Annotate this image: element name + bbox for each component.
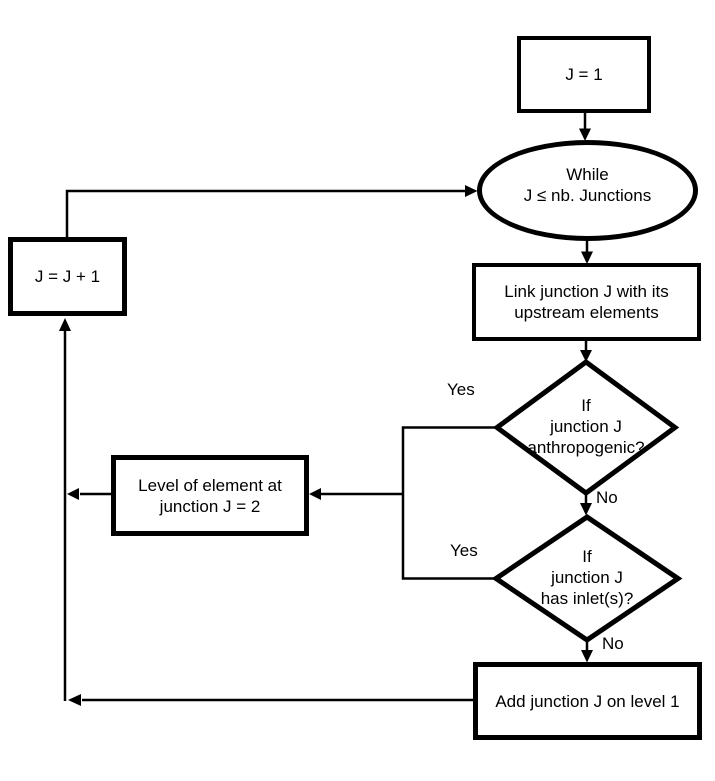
node-add-level1: Add junction J on level 1	[473, 662, 702, 740]
while-line-2: J ≤ nb. Junctions	[523, 185, 652, 205]
edge-increment-to-while	[65, 189, 465, 237]
arrowhead-into-increment	[59, 318, 71, 331]
anthropogenic-line-1: If	[581, 396, 591, 415]
decision-inlets-shape	[491, 513, 683, 644]
node-if-inlets-label: If junction J has inlet(s)?	[487, 546, 687, 609]
node-set-level2: Level of element at junction J = 2	[111, 455, 309, 536]
arrowhead-into-link	[581, 251, 593, 264]
node-link-upstream: Link junction J with its upstream elemen…	[472, 263, 701, 341]
edge-label-anthropogenic-yes: Yes	[447, 380, 475, 399]
level-line-2: junction J = 2	[159, 496, 261, 516]
node-increment-label: J = J + 1	[34, 267, 101, 286]
arrowhead-into-while-left	[465, 185, 478, 197]
node-link-upstream-label: Link junction J with its upstream elemen…	[504, 281, 668, 323]
arrowhead-into-level	[309, 488, 321, 500]
inlets-line-3: has inlet(s)?	[540, 589, 634, 608]
inlets-line-2: junction J	[551, 568, 623, 587]
anthropogenic-line-3: anthropogenic?	[527, 438, 645, 457]
node-add-level1-label: Add junction J on level 1	[495, 691, 680, 711]
edge-yes-branch	[401, 426, 497, 580]
arrowhead-into-inlets	[580, 503, 592, 516]
arrowhead-add-into-loopline	[68, 694, 81, 706]
level-line-1: Level of element at	[138, 475, 282, 495]
link-line-2: upstream elements	[514, 303, 659, 322]
node-if-anthropogenic-label: If junction J anthropogenic?	[486, 395, 686, 458]
inlets-line-1: If	[582, 547, 592, 566]
anthropogenic-line-2: junction J	[550, 417, 622, 436]
arrowhead-into-anthropogenic	[580, 350, 592, 362]
node-set-level2-label: Level of element at junction J = 2	[138, 475, 282, 517]
node-init-label: J = 1	[565, 65, 603, 84]
node-while-loop-label: While J ≤ nb. Junctions	[524, 164, 651, 206]
while-line-1: While	[566, 164, 609, 184]
decision-anthropogenic-shape	[492, 358, 680, 497]
arrowhead-level-into-loopline	[67, 488, 79, 500]
arrowhead-into-while-top	[579, 128, 591, 141]
node-init: J = 1	[517, 36, 651, 113]
edge-label-anthropogenic-no: No	[596, 488, 618, 507]
node-increment: J = J + 1	[8, 237, 127, 316]
arrowhead-into-add	[581, 650, 593, 663]
edge-label-inlets-yes: Yes	[450, 541, 478, 560]
edge-label-inlets-no: No	[602, 634, 624, 653]
link-line-1: Link junction J with its	[504, 282, 669, 301]
node-while-loop: While J ≤ nb. Junctions	[477, 140, 698, 241]
